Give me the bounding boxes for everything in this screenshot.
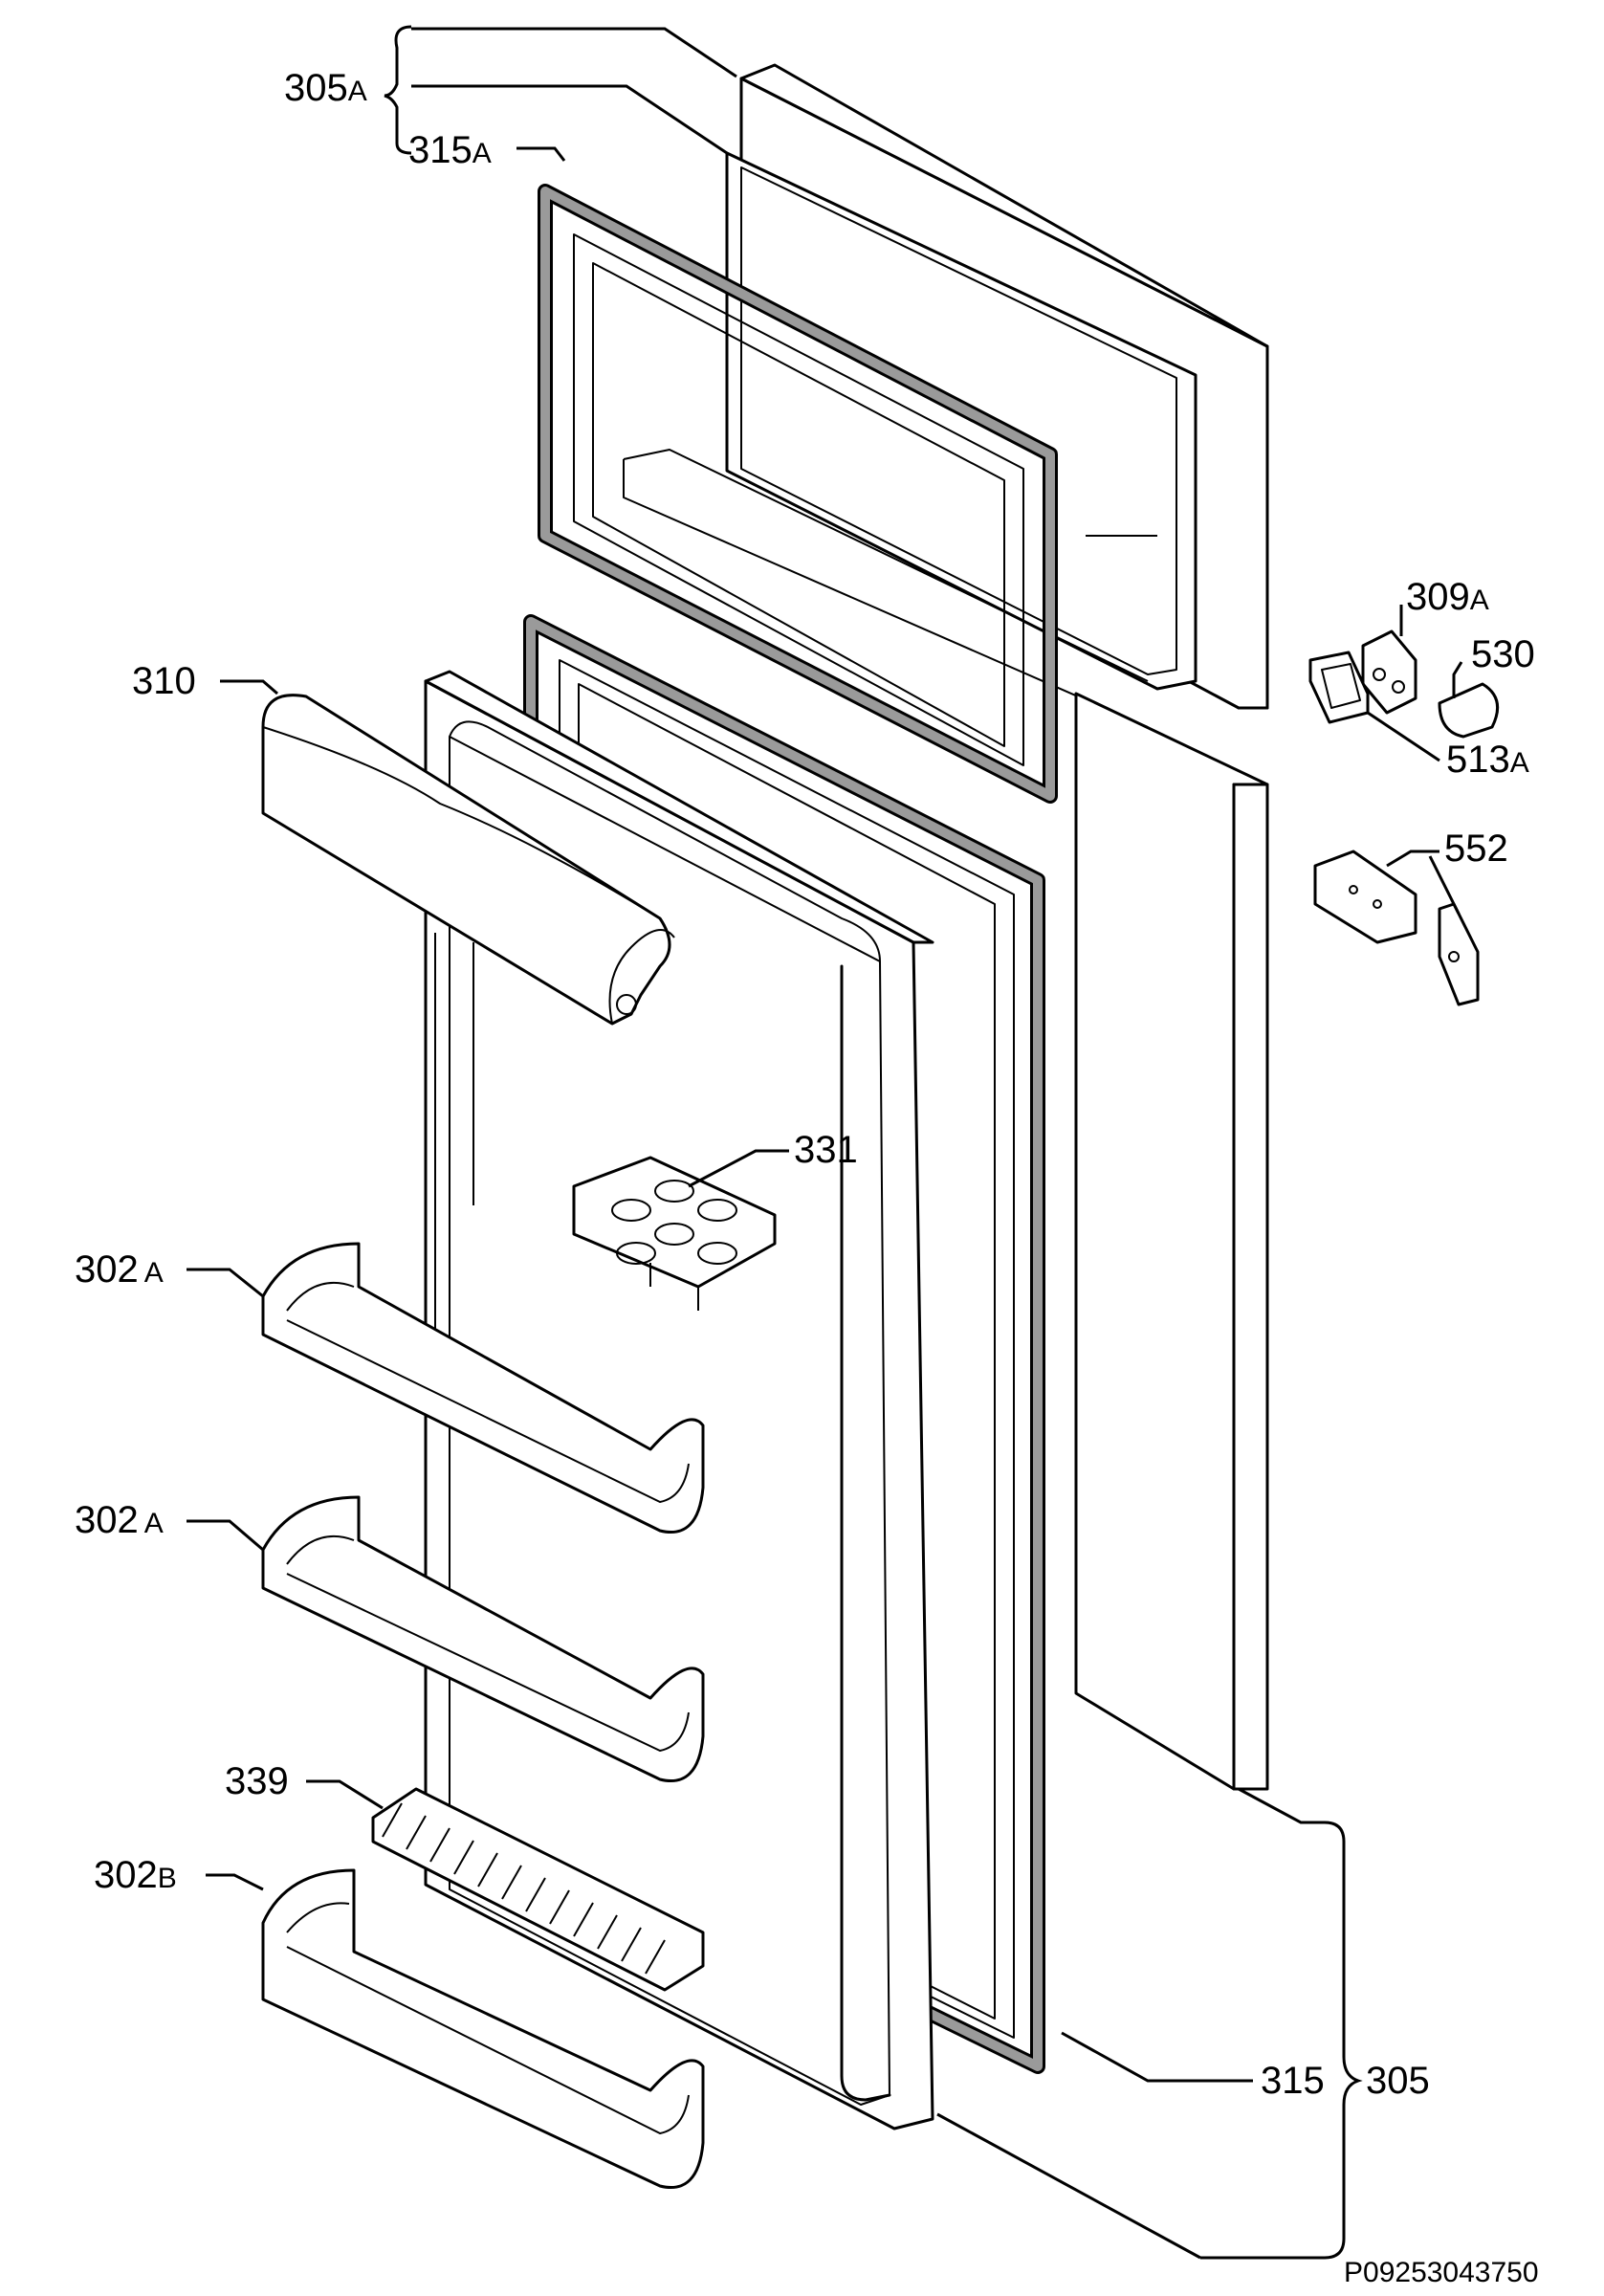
hinge-clip — [1438, 682, 1500, 739]
hinge-bracket — [1313, 850, 1480, 1006]
label-305a: 305A — [284, 67, 367, 109]
dairy-compartment-cover — [261, 694, 675, 1026]
label-552: 552 — [1444, 828, 1508, 870]
egg-tray — [572, 1156, 777, 1311]
freezer-door-inner-liner — [623, 151, 1198, 728]
label-315a: 315A — [408, 129, 492, 171]
label-309a: 309A — [1406, 576, 1489, 618]
label-331: 331 — [794, 1129, 858, 1171]
hinge-bushing — [1308, 651, 1370, 724]
freezer-door-gasket — [538, 184, 1058, 804]
label-513a: 513A — [1446, 739, 1529, 781]
bottle-retainer — [371, 1787, 705, 1992]
label-302b: 302B — [94, 1854, 177, 1896]
door-balcony-middle — [261, 1495, 705, 1782]
hinge-plate — [1361, 629, 1417, 715]
label-339: 339 — [225, 1760, 289, 1802]
fridge-door-inner-liner — [424, 670, 934, 2130]
door-balcony-upper — [261, 1242, 705, 1534]
label-315: 315 — [1261, 2060, 1325, 2102]
door-balcony-bottom — [261, 1868, 705, 2189]
fridge-door-outer-panel — [1074, 692, 1269, 1791]
label-310: 310 — [132, 660, 196, 702]
label-305: 305 — [1366, 2060, 1430, 2102]
leader-lines — [187, 25, 1463, 2260]
label-530: 530 — [1471, 633, 1535, 675]
drawing-code: P09253043750 — [1344, 2257, 1539, 2288]
